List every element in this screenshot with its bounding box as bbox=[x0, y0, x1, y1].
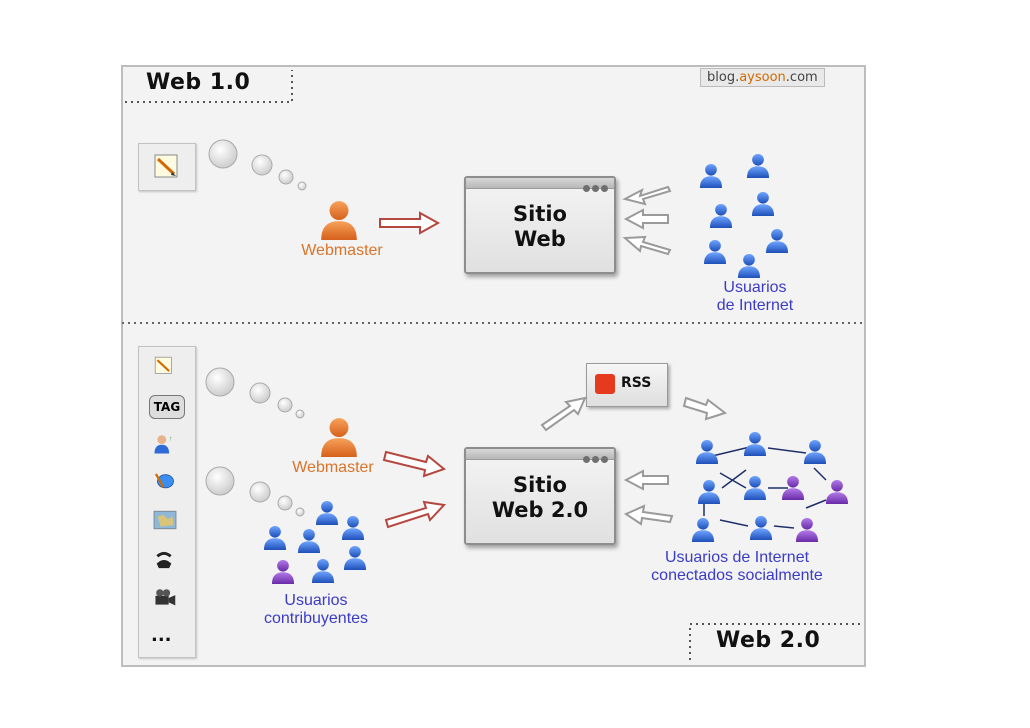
web1-site-line2: Web bbox=[514, 227, 566, 251]
web1-tool-panel bbox=[138, 143, 196, 191]
web1-site-window: Sitio Web bbox=[464, 176, 616, 274]
web2-site-line2: Web 2.0 bbox=[491, 498, 589, 522]
web2-site-window: Sitio Web 2.0 bbox=[464, 447, 616, 545]
web2-thought-bubbles bbox=[205, 367, 305, 517]
web1-webmaster-arrow bbox=[379, 211, 441, 235]
web1-webmaster-label: Webmaster bbox=[301, 242, 383, 259]
source-prefix: blog. bbox=[707, 70, 740, 85]
phone-icon bbox=[156, 551, 172, 569]
web1-thought-bubbles bbox=[208, 139, 307, 191]
svg-text:↑: ↑ bbox=[169, 435, 172, 442]
web2-site-line1: Sitio bbox=[513, 473, 567, 497]
web2-tool-panel: TAG ↑ ... bbox=[138, 346, 196, 658]
window-titlebar bbox=[466, 178, 614, 192]
video-camera-icon bbox=[155, 589, 176, 606]
contributors-label-1: Usuarios bbox=[284, 592, 348, 609]
rss-label: RSS bbox=[621, 375, 652, 391]
web1-users-label-1: Usuarios bbox=[723, 279, 787, 296]
web2-contributors-arrow bbox=[384, 500, 447, 529]
web1-users-label-2: de Internet bbox=[716, 297, 794, 314]
edit-document-icon bbox=[154, 154, 178, 178]
source-label: blog.aysoon.com bbox=[700, 68, 825, 87]
user-share-icon: ↑ bbox=[154, 435, 172, 454]
rss-arrows bbox=[540, 396, 728, 432]
rss-feed-box: RSS bbox=[586, 363, 668, 407]
web2-social-arrows bbox=[623, 469, 674, 526]
web2-title: Web 2.0 bbox=[716, 628, 821, 653]
edit-document-icon bbox=[154, 356, 172, 374]
web2-webmaster-arrow bbox=[382, 450, 447, 478]
source-suffix: .com bbox=[785, 70, 818, 85]
contributor-users bbox=[263, 500, 367, 584]
web2-webmaster-icon bbox=[321, 418, 357, 457]
window-titlebar bbox=[466, 449, 614, 463]
source-highlight: aysoon bbox=[739, 70, 786, 85]
contributors-label-2: contribuyentes bbox=[263, 610, 369, 627]
tag-icon: TAG bbox=[149, 395, 185, 419]
web1-site-line1: Sitio bbox=[513, 202, 567, 226]
social-users-label-2: conectados socialmente bbox=[651, 567, 823, 584]
web1-user-arrows bbox=[622, 185, 672, 256]
more-tools-label: ... bbox=[151, 625, 172, 646]
map-icon bbox=[153, 510, 177, 530]
web1-title: Web 1.0 bbox=[146, 70, 251, 95]
web1-webmaster-icon bbox=[321, 201, 357, 240]
web1-users bbox=[699, 153, 789, 278]
web2-webmaster-label: Webmaster bbox=[292, 459, 374, 476]
rss-icon bbox=[595, 374, 615, 394]
messenger-icon bbox=[154, 473, 174, 489]
social-connections bbox=[703, 445, 827, 529]
social-users-label-1: Usuarios de Internet bbox=[664, 549, 810, 566]
